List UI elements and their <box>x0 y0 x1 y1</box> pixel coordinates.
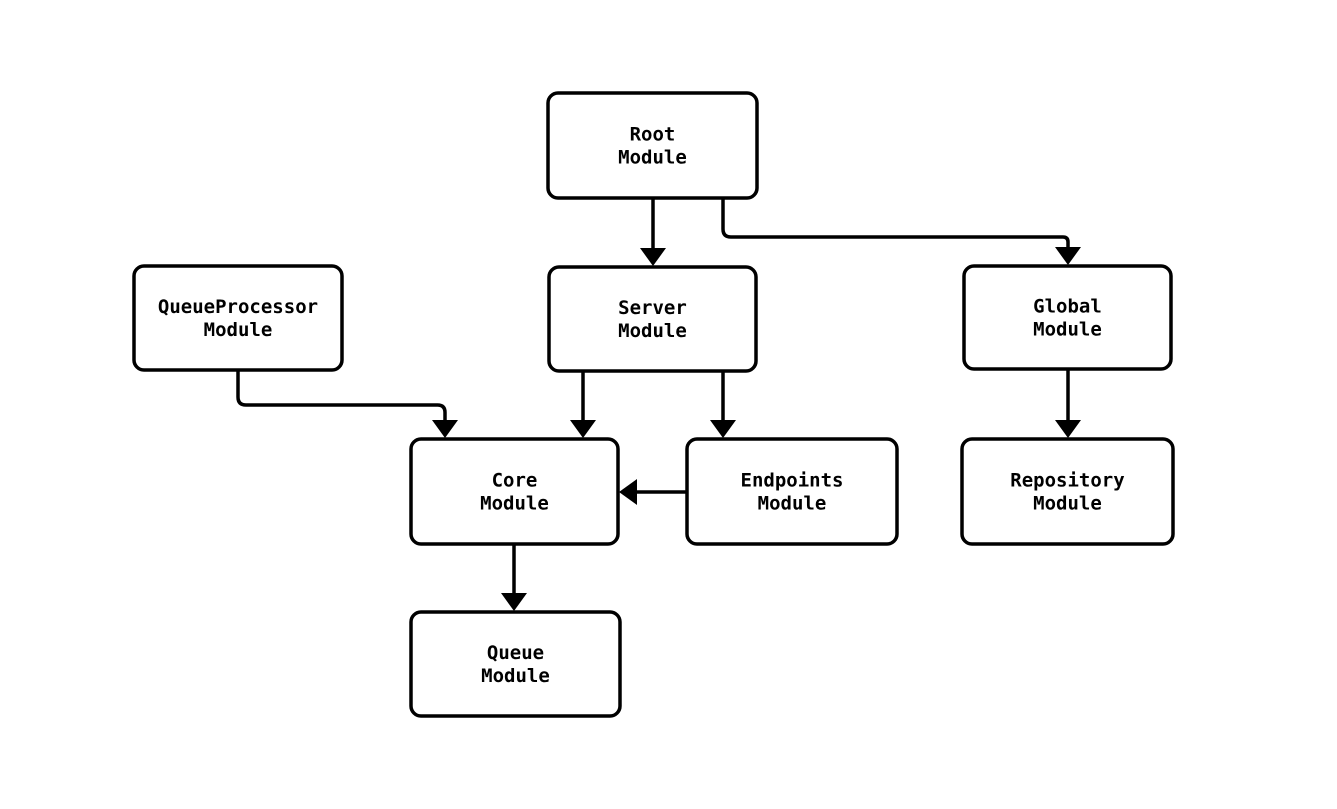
arrowhead-server-to-endpoints <box>710 420 736 438</box>
node-label-repository-line-2: Module <box>1033 492 1102 514</box>
node-label-endpoints-line-2: Module <box>758 492 827 514</box>
node-label-queue-line-1: Queue <box>487 642 544 664</box>
arrowhead-root-to-global <box>1055 247 1081 265</box>
edge-line-queueprocessor-to-core <box>236 370 447 420</box>
edge-server-to-core <box>570 371 596 438</box>
node-box-global <box>962 264 1173 371</box>
node-label-global-line-1: Global <box>1033 295 1102 317</box>
node-label-core-line-1: Core <box>492 469 538 491</box>
node-label-server-line-1: Server <box>618 297 687 319</box>
arrowhead-endpoints-to-core <box>619 479 637 505</box>
node-label-queue-line-2: Module <box>481 665 550 687</box>
node-box-queueprocessor <box>132 264 344 372</box>
edge-global-to-repository <box>1055 369 1081 438</box>
edge-endpoints-to-core <box>619 479 687 505</box>
arrowhead-core-to-queue <box>501 593 527 611</box>
arrowhead-queueprocessor-to-core <box>432 420 458 438</box>
node-label-repository-line-1: Repository <box>1010 469 1124 491</box>
edge-queueprocessor-to-core <box>236 370 458 438</box>
node-label-queueprocessor-line-1: QueueProcessor <box>158 296 318 318</box>
node-box-endpoints <box>685 437 899 546</box>
node-label-queueprocessor-line-2: Module <box>204 319 273 341</box>
node-box-queue <box>409 610 622 718</box>
node-box-core <box>409 437 620 546</box>
arrowhead-server-to-core <box>570 420 596 438</box>
edge-line-root-to-global <box>721 198 1070 247</box>
edge-server-to-endpoints <box>710 371 736 438</box>
node-box-root <box>546 91 759 200</box>
edge-root-to-global <box>721 198 1081 265</box>
node-label-global-line-2: Module <box>1033 318 1102 340</box>
node-label-endpoints-line-1: Endpoints <box>741 469 844 491</box>
edge-root-to-server <box>640 198 666 266</box>
node-box-server <box>547 265 758 373</box>
edge-core-to-queue <box>501 544 527 611</box>
node-label-server-line-2: Module <box>618 320 687 342</box>
node-label-core-line-2: Module <box>480 492 549 514</box>
node-label-root-line-1: Root <box>630 123 676 145</box>
arrowhead-root-to-server <box>640 248 666 266</box>
node-label-root-line-2: Module <box>618 146 687 168</box>
node-box-repository <box>960 437 1175 546</box>
arrowhead-global-to-repository <box>1055 420 1081 438</box>
